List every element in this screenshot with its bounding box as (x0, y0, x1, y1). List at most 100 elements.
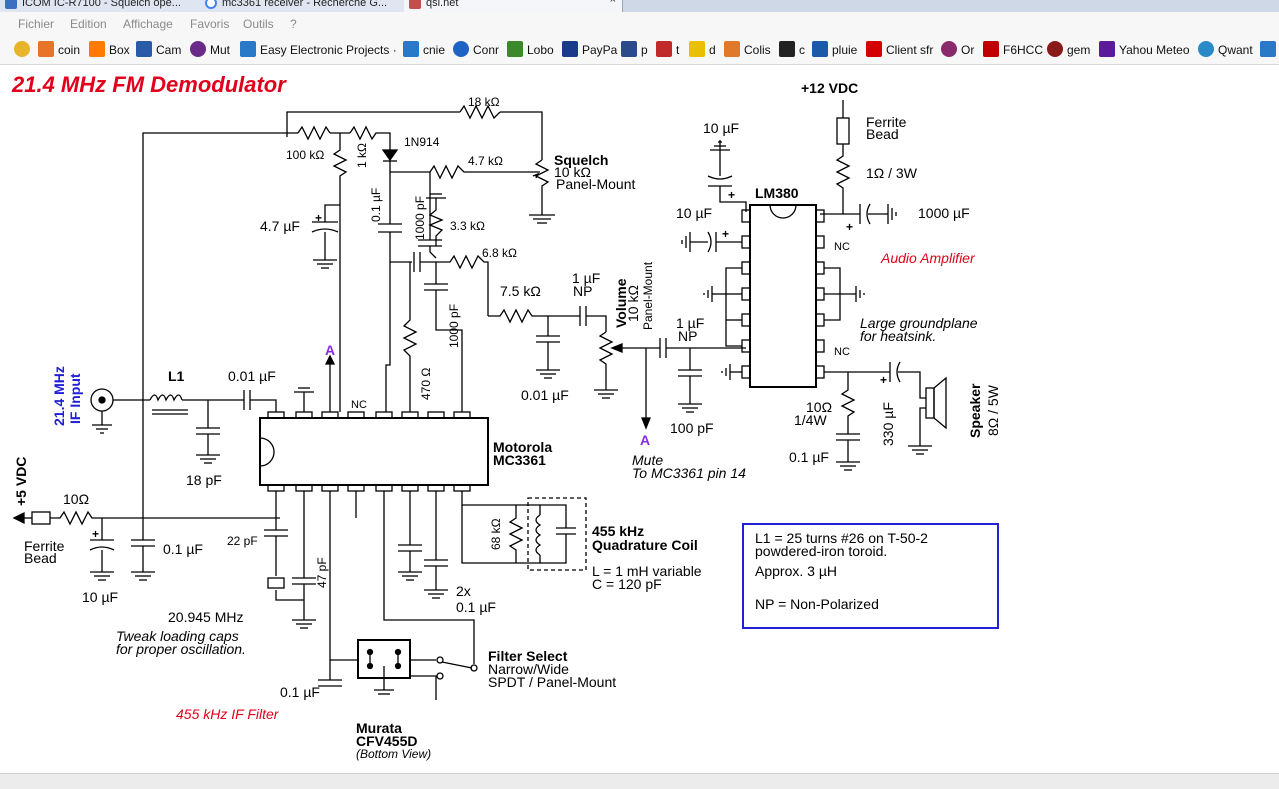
schematic-title: 21.4 MHz FM Demodulator (11, 72, 287, 97)
bookmark-label: pluie (832, 43, 858, 57)
bookmark-conr[interactable]: Conr (453, 41, 499, 59)
label-c1u-np: 1 µF (572, 270, 600, 286)
label-quad3: L = 1 mH variable (592, 563, 702, 579)
bookmark-cnie[interactable]: cnie (403, 41, 445, 59)
menu-edition[interactable]: Edition (70, 17, 107, 31)
bookmark-label: d (709, 43, 716, 57)
label-r68k-q: 68 kΩ (489, 518, 503, 550)
bookmark-extra[interactable] (1260, 41, 1279, 59)
bookmark-p[interactable]: p (621, 41, 648, 59)
label-c100p: 100 pF (670, 420, 714, 436)
bookmark-d[interactable]: d (689, 41, 716, 59)
label-ferrite1b: Bead (866, 126, 899, 142)
bookmark-label: coin (58, 43, 81, 57)
label-motorola2: MC3361 (493, 452, 546, 468)
bookmark-colis[interactable]: Colis (724, 41, 771, 59)
menu-bar: Fichier Edition Affichage Favoris Outils… (0, 12, 1279, 36)
bookmark-label: Box (109, 43, 130, 57)
label-quad2: Quadrature Coil (592, 537, 698, 553)
tab-2[interactable]: qsl.net × (404, 0, 623, 12)
bookmark-label: t (676, 43, 680, 57)
label-murata3: (Bottom View) (356, 747, 431, 761)
bookmark-mut[interactable]: Mut (190, 41, 230, 59)
label-filter2: Narrow/Wide (488, 661, 569, 677)
menu-outils[interactable]: Outils (243, 17, 274, 31)
bookmark-label: c (799, 43, 805, 57)
bookmark-label: Mut (210, 43, 231, 57)
menu-fichier[interactable]: Fichier (18, 17, 55, 31)
bookmark-lobo[interactable]: Lobo (507, 41, 554, 59)
svg-text:+: + (722, 227, 729, 241)
label-c47p: 47 pF (315, 557, 329, 588)
ie-icon (240, 41, 256, 57)
label-ifinput2: IF Input (67, 373, 83, 424)
bookmark-label: Conr (473, 43, 500, 57)
bookmark-easy-electronic[interactable]: Easy Electronic Projects · (240, 41, 397, 59)
label-tweak1: Tweak loading caps (116, 628, 239, 644)
menu-affichage[interactable]: Affichage (123, 17, 173, 31)
tab-1[interactable]: mc3361 receiver - Recherche G... (200, 0, 423, 12)
bookmark-f6hcc[interactable]: F6HCC (983, 41, 1043, 59)
label-c2x1: 2x (456, 583, 471, 599)
label-r75k: 7.5 kΩ (500, 283, 541, 299)
qwant-icon (1198, 41, 1214, 57)
bookmark-yahou-meteo[interactable]: Yahou Meteo (1099, 41, 1190, 59)
polarity-marks: +++ +++ (92, 188, 887, 541)
label-groundplane1: Large groundplane (860, 315, 978, 331)
label-r470: 470 Ω (419, 368, 433, 400)
close-tab-icon[interactable]: × (609, 0, 616, 6)
colis-icon (724, 41, 740, 57)
favorites-star-icon (14, 41, 30, 57)
bookmark-label: cnie (423, 43, 446, 57)
menu-favoris[interactable]: Favoris (190, 17, 230, 31)
gem-icon (1047, 41, 1063, 57)
t-icon (656, 41, 672, 57)
label-a1: A (325, 342, 335, 358)
bookmark-cam[interactable]: Cam (136, 41, 181, 59)
note-line-1: powdered-iron toroid. (755, 543, 887, 559)
svg-text:+: + (846, 220, 853, 234)
lobo-icon (507, 41, 523, 57)
label-filter1: Filter Select (488, 648, 568, 664)
label-d1n914: 1N914 (404, 135, 440, 149)
label-groundplane2: for heatsink. (860, 328, 936, 344)
label-squelch2: 10 kΩ (554, 164, 591, 180)
label-plus5: +5 VDC (13, 457, 29, 506)
label-filter3: SPDT / Panel-Mount (488, 674, 616, 690)
bookmark-qwant[interactable]: Qwant (1198, 41, 1253, 59)
paypal-icon (562, 41, 578, 57)
bookmark-pluie[interactable]: pluie (812, 41, 857, 59)
label-c22p: 22 pF (227, 534, 258, 548)
bookmark-favorites[interactable] (14, 41, 34, 59)
menu-help[interactable]: ? (290, 17, 297, 31)
label-c001u-out: 0.01 µF (521, 387, 569, 403)
label-c2x2: 0.1 µF (456, 599, 496, 615)
label-r100k: 100 kΩ (286, 148, 324, 162)
qsl-icon (409, 0, 421, 9)
note-line-2: Approx. 3 µH (755, 563, 837, 579)
bookmark-label: Or (961, 43, 975, 57)
bookmark-t[interactable]: t (656, 41, 679, 59)
schematic-image: +++ +++ 21.4 MHz FM Demodulator +12 VDC … (11, 72, 1001, 761)
label-c10u-mid: 10 µF (676, 205, 712, 221)
bookmark-label: p (641, 43, 648, 57)
label-c1000p-v: 1000 pF (413, 196, 427, 240)
status-bar (0, 773, 1279, 789)
tab-0[interactable]: ICOM IC-R7100 - Squelch ope... (0, 0, 219, 12)
label-r47k: 4.7 kΩ (468, 154, 503, 168)
bookmark-box[interactable]: Box (89, 41, 130, 59)
bookmark-or[interactable]: Or (941, 41, 974, 59)
label-squelch3: Panel-Mount (556, 176, 635, 192)
bookmark-c[interactable]: c (779, 41, 805, 59)
label-quad1: 455 kHz (592, 523, 644, 539)
bookmark-coin[interactable]: coin (38, 41, 80, 59)
bookmark-paypal[interactable]: PayPa (562, 41, 617, 59)
sfr-icon (866, 41, 882, 57)
bookmark-label: Cam (156, 43, 182, 57)
label-l1: L1 (168, 368, 185, 384)
bookmark-client-sfr[interactable]: Client sfr (866, 41, 933, 59)
bookmark-gem[interactable]: gem (1047, 41, 1090, 59)
label-speaker1: Speaker (967, 383, 983, 438)
bookmark-label: PayPa (582, 43, 618, 57)
label-c1000u: 1000 µF (918, 205, 970, 221)
